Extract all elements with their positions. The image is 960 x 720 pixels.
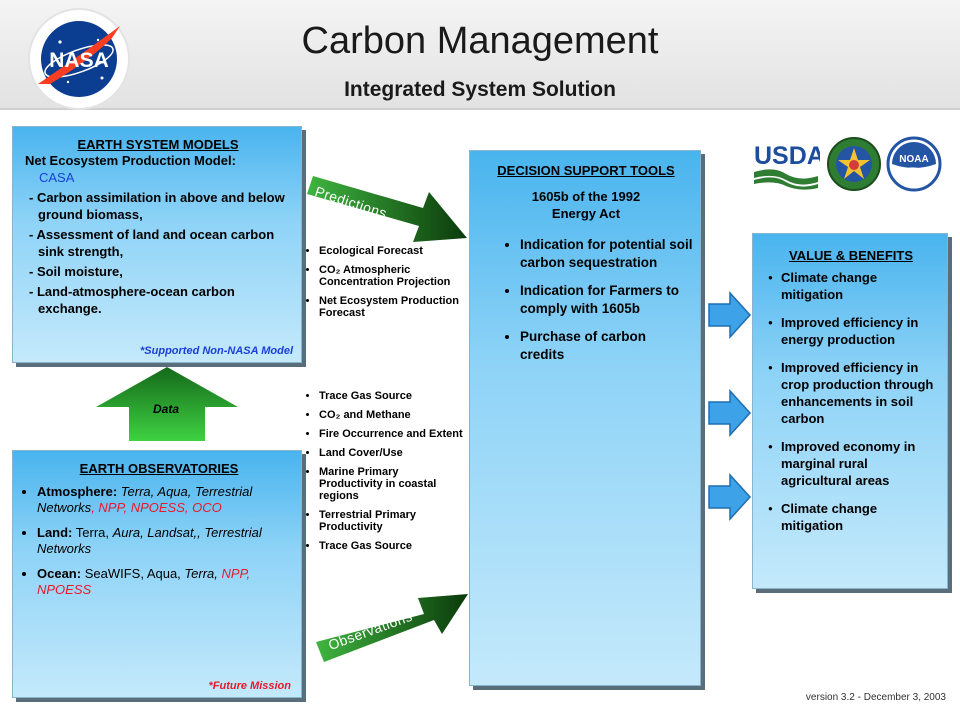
decision-support-tools-box: DECISION SUPPORT TOOLS 1605b of the 1992… [469, 150, 701, 686]
observatory-mission-text: SeaWIFS, Aqua, [81, 566, 185, 581]
version-footer: version 3.2 - December 3, 2003 [805, 692, 946, 703]
model-name: CASA [39, 170, 75, 185]
observatory-item: Atmosphere: Terra, Aqua, Terrestrial Net… [37, 484, 291, 516]
esm-item: - Carbon assimilation in above and below… [29, 190, 285, 222]
observatory-mission-text: , NPP, NPOESS, OCO [91, 500, 222, 515]
prediction-item: Net Ecosystem Production Forecast [319, 295, 460, 319]
observation-item: Trace Gas Source [319, 540, 463, 552]
eo-note: *Future Mission [208, 680, 291, 692]
observatory-item: Land: Terra, Aura, Landsat,, Terrestrial… [37, 525, 291, 557]
earth-observatories-box: EARTH OBSERVATORIES Atmosphere: Terra, A… [12, 450, 302, 698]
observations-arrow [316, 594, 468, 662]
right-arrow-icon [708, 291, 752, 339]
earth-system-models-box: EARTH SYSTEM MODELS Net Ecosystem Produc… [12, 126, 302, 363]
dst-item: Indication for potential soil carbon seq… [520, 236, 694, 272]
esm-item: - Soil moisture, [29, 264, 123, 279]
header-divider [0, 108, 960, 110]
dst-item: Indication for Farmers to comply with 16… [520, 282, 694, 318]
observation-item: Marine Primary Productivity in coastal r… [319, 466, 463, 502]
value-benefits-box: VALUE & BENEFITS Climate change mitigati… [752, 233, 948, 589]
esm-note: *Supported Non-NASA Model [140, 345, 293, 357]
esm-item: - Land-atmosphere-ocean carbon exchange. [29, 284, 235, 316]
vb-title: VALUE & BENEFITS [789, 248, 913, 263]
vb-item: Improved economy in marginal rural agric… [768, 438, 941, 489]
observation-item: Terrestrial Primary Productivity [319, 509, 463, 533]
vb-item: Improved efficiency in crop production t… [768, 359, 941, 427]
data-up-arrow [96, 367, 238, 441]
right-arrow-icon [708, 473, 752, 521]
predictions-arrow [307, 176, 467, 242]
dst-subtitle: 1605b of the 1992 Energy Act [531, 189, 641, 221]
dst-title: DECISION SUPPORT TOOLS [497, 163, 675, 178]
observatory-mission-text: NPP, NPOESS [37, 566, 251, 597]
observatory-domain-label: Atmosphere: [37, 484, 118, 499]
observation-item: Fire Occurrence and Extent [319, 428, 463, 440]
right-arrow-icon [708, 389, 752, 437]
observatory-item: Ocean: SeaWIFS, Aqua, Terra, NPP, NPOESS [37, 566, 291, 598]
observatories-list: Atmosphere: Terra, Aqua, Terrestrial Net… [27, 484, 291, 598]
vb-item: Climate change mitigation [768, 500, 941, 534]
observation-item: Land Cover/Use [319, 447, 463, 459]
page-title: Carbon Management [301, 20, 659, 62]
nasa-logo-icon: NASA [28, 8, 130, 110]
observation-item: Trace Gas Source [319, 390, 463, 402]
vb-item: Improved efficiency in energy production [768, 314, 941, 348]
dst-item: Purchase of carbon credits [520, 328, 694, 364]
vb-item: Climate change mitigation [768, 269, 941, 303]
earth-system-models-title: EARTH SYSTEM MODELS [77, 137, 239, 152]
observatory-mission-text: Aura, Landsat,, Terrestrial Networks [37, 525, 262, 556]
observation-item: CO₂ and Methane [319, 409, 463, 421]
observations-list: Trace Gas Source CO₂ and Methane Fire Oc… [305, 390, 463, 559]
model-label: Net Ecosystem Production Model: [25, 153, 236, 168]
observatory-mission-text: Terra, Aqua, Terrestrial Networks [37, 484, 253, 515]
prediction-item: Ecological Forecast [319, 245, 460, 257]
observatory-domain-label: Land: [37, 525, 73, 540]
prediction-item: CO₂ Atmospheric Concentration Projection [319, 264, 460, 288]
page-subtitle: Integrated System Solution [344, 78, 616, 101]
observatory-mission-text: Terra, [72, 525, 113, 540]
esm-item: - Assessment of land and ocean carbon si… [29, 227, 275, 259]
observatory-mission-text: Terra, [184, 566, 218, 581]
header-band [0, 0, 960, 110]
noaa-logo-icon: NOAA [886, 136, 942, 192]
observatory-domain-label: Ocean: [37, 566, 82, 581]
earth-observatories-title: EARTH OBSERVATORIES [79, 461, 239, 476]
data-label: Data [152, 402, 179, 416]
doe-seal-icon [827, 137, 881, 191]
predictions-list: Ecological Forecast CO₂ Atmospheric Conc… [305, 245, 460, 326]
svg-text:NOAA: NOAA [899, 154, 928, 165]
svg-text:USDA: USDA [754, 142, 820, 170]
usda-logo-icon: USDA [754, 142, 820, 190]
svg-text:NASA: NASA [49, 49, 109, 72]
